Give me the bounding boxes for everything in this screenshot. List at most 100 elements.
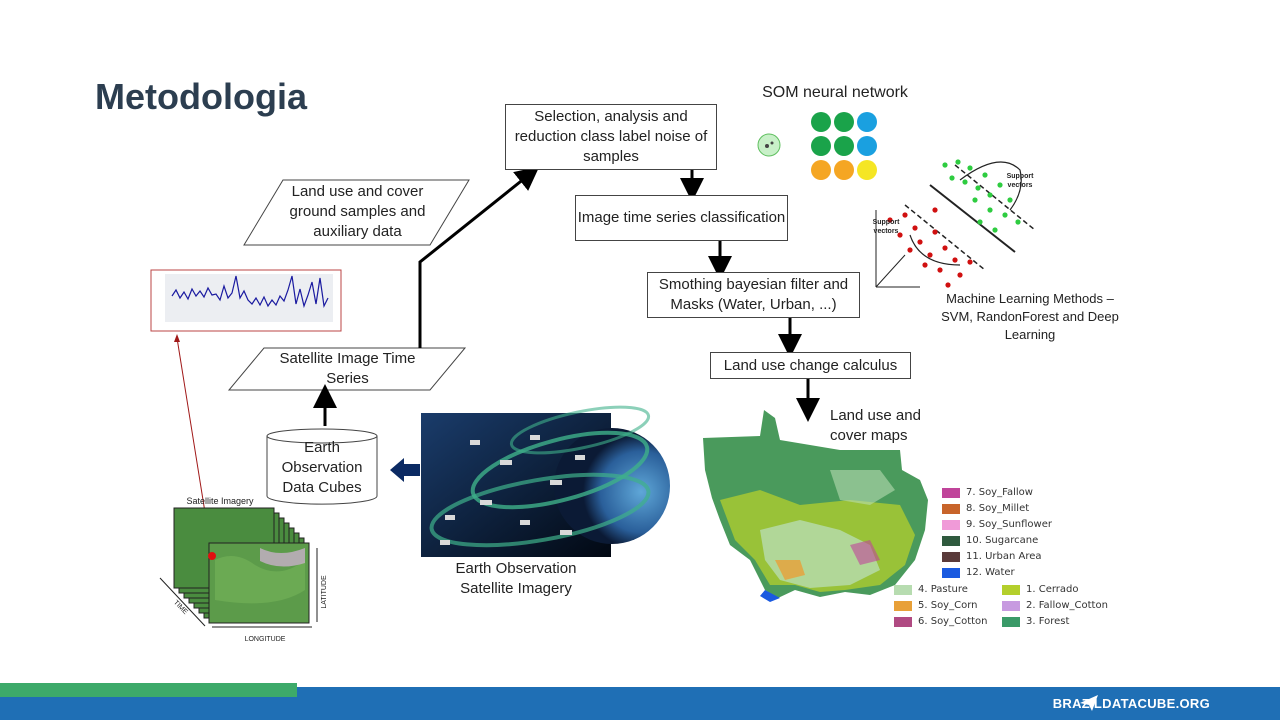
svm-point bbox=[1015, 219, 1021, 225]
legend-swatch bbox=[942, 567, 960, 578]
legend-item: 11. Urban Area bbox=[942, 551, 1042, 562]
selection-box: Selection, analysis and reduction class … bbox=[505, 104, 717, 170]
som-node bbox=[834, 136, 854, 156]
som-node bbox=[834, 160, 854, 180]
legend-label: 9. Soy_Sunflower bbox=[966, 519, 1052, 530]
eo-satellite-picture bbox=[421, 405, 670, 557]
svm-point bbox=[977, 219, 983, 225]
legend-item: 12. Water bbox=[942, 567, 1015, 578]
svm-point bbox=[942, 162, 948, 168]
legend-label: 11. Urban Area bbox=[966, 551, 1042, 562]
legend-swatch bbox=[1002, 584, 1020, 595]
slide-title: Metodologia bbox=[95, 76, 307, 117]
legend-label: 2. Fallow_Cotton bbox=[1026, 600, 1108, 611]
legend-label: 6. Soy_Cotton bbox=[918, 616, 988, 627]
legend-label: 3. Forest bbox=[1026, 616, 1070, 627]
svm-point bbox=[982, 172, 988, 178]
ground-samples-shape bbox=[243, 179, 470, 246]
ml-methods-label: Machine Learning Methods – SVM, RandonFo… bbox=[941, 291, 1119, 342]
svm-point bbox=[1007, 197, 1013, 203]
legend-item: 7. Soy_Fallow bbox=[942, 487, 1033, 498]
legend-item: 6. Soy_Cotton bbox=[894, 616, 988, 627]
svm-point bbox=[967, 259, 973, 265]
legend-swatch bbox=[942, 503, 960, 514]
satellite-imagery-stack bbox=[159, 507, 318, 628]
som-node bbox=[857, 160, 877, 180]
legend-swatch bbox=[1002, 616, 1020, 627]
svm-point bbox=[907, 247, 913, 253]
data-cubes-cylinder bbox=[266, 428, 378, 505]
legend-swatch bbox=[894, 616, 912, 627]
legend-label: 1. Cerrado bbox=[1026, 584, 1079, 595]
legend-label: 8. Soy_Millet bbox=[966, 503, 1030, 514]
support-vectors-top-label: Support vectors bbox=[1006, 173, 1034, 189]
svm-point bbox=[967, 165, 973, 171]
legend-swatch bbox=[894, 584, 912, 595]
legend-item: 4. Pasture bbox=[894, 584, 968, 595]
legend-swatch bbox=[942, 519, 960, 530]
svm-point bbox=[945, 282, 951, 288]
legend-swatch bbox=[894, 600, 912, 611]
som-grid bbox=[811, 112, 877, 180]
legend-label: 7. Soy_Fallow bbox=[966, 487, 1033, 498]
legend-swatch bbox=[942, 551, 960, 562]
legend-label: 10. Sugarcane bbox=[966, 535, 1039, 546]
legend-item: 10. Sugarcane bbox=[942, 535, 1038, 546]
svm-point bbox=[902, 212, 908, 218]
som-network bbox=[757, 112, 877, 180]
legend-swatch bbox=[942, 535, 960, 546]
legend-item: 8. Soy_Millet bbox=[942, 503, 1029, 514]
svm-point bbox=[997, 182, 1003, 188]
som-node bbox=[811, 112, 831, 132]
time-series-chart bbox=[150, 269, 342, 332]
change-calculus-box: Land use change calculus bbox=[710, 352, 911, 379]
eo-imagery-label: Earth Observation Satellite Imagery bbox=[455, 560, 577, 597]
svm-point bbox=[897, 232, 903, 238]
svm-point bbox=[975, 185, 981, 191]
svm-point bbox=[937, 267, 943, 273]
som-node bbox=[811, 136, 831, 156]
svm-point bbox=[949, 175, 955, 181]
som-label: SOM neural network bbox=[762, 84, 908, 101]
svm-point bbox=[942, 245, 948, 251]
svm-point bbox=[932, 207, 938, 213]
smoothing-box: Smothing bayesian filter and Masks (Wate… bbox=[647, 272, 860, 318]
longitude-axis-label: LONGITUDE bbox=[244, 636, 286, 643]
legend-item: 3. Forest bbox=[1002, 616, 1069, 627]
svm-point bbox=[932, 229, 938, 235]
paper-plane-icon bbox=[1080, 695, 1098, 716]
footer-brand: BRAZILDATACUBE.ORG bbox=[1052, 696, 1210, 711]
som-node bbox=[811, 160, 831, 180]
legend-label: 12. Water bbox=[966, 567, 1015, 578]
legend-item: 9. Soy_Sunflower bbox=[942, 519, 1052, 530]
footer-accent bbox=[0, 683, 297, 697]
svm-point bbox=[927, 252, 933, 258]
land-use-map bbox=[703, 410, 928, 602]
satellite-ts-shape bbox=[227, 347, 467, 391]
data-cubes-label: Earth Observation Data Cubes bbox=[281, 439, 363, 496]
latitude-axis-label: LATITUDE bbox=[321, 575, 328, 609]
svm-point bbox=[962, 179, 968, 185]
svm-point bbox=[917, 239, 923, 245]
satellite-imagery-label: Satellite Imagery bbox=[186, 496, 254, 506]
maps-label: Land use and cover maps bbox=[830, 407, 921, 444]
svm-point bbox=[987, 207, 993, 213]
svm-point bbox=[1002, 212, 1008, 218]
som-node bbox=[857, 136, 877, 156]
svm-point bbox=[887, 217, 893, 223]
support-vectors-left-label: Support vectors bbox=[872, 219, 900, 235]
svm-point bbox=[987, 192, 993, 198]
svm-point bbox=[992, 227, 998, 233]
legend-label: 5. Soy_Corn bbox=[918, 600, 978, 611]
arrow-imagery-to-cubes bbox=[390, 458, 420, 482]
svm-point bbox=[955, 159, 961, 165]
svm-point bbox=[912, 225, 918, 231]
satellite-ts-label: Satellite Image Time Series bbox=[279, 350, 416, 387]
legend-item: 2. Fallow_Cotton bbox=[1002, 600, 1108, 611]
classification-box: Image time series classification bbox=[575, 195, 788, 241]
legend-label: 4. Pasture bbox=[918, 584, 968, 595]
svm-point bbox=[972, 197, 978, 203]
svm-point bbox=[922, 262, 928, 268]
som-node bbox=[834, 112, 854, 132]
